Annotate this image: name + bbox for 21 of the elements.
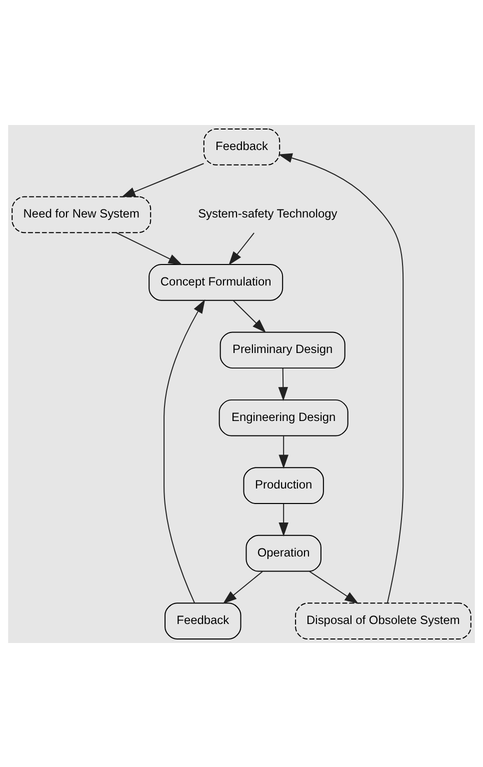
arrow: [278, 435, 288, 468]
arrow: [121, 162, 204, 197]
arrow: [116, 232, 182, 265]
node-box: Operation: [246, 534, 322, 572]
node-box: Concept Formulation: [148, 263, 284, 300]
node-text: System-safety Technology: [198, 206, 338, 220]
node-box: Engineering Design: [218, 398, 348, 436]
arrow: [278, 152, 404, 603]
arrow: [222, 570, 263, 604]
node-box: Preliminary Design: [220, 331, 346, 368]
arrow: [164, 298, 206, 603]
node-box: Production: [243, 466, 324, 504]
node-box: Feedback: [164, 602, 242, 640]
arrow: [232, 300, 266, 332]
node-box: Disposal of Obsolete System: [295, 602, 472, 640]
arrow: [309, 570, 359, 604]
arrow: [278, 502, 288, 536]
arrow: [228, 232, 255, 265]
node-box: Need for New System: [12, 196, 152, 233]
node-box: Feedback: [203, 128, 280, 165]
arrow: [278, 367, 288, 400]
